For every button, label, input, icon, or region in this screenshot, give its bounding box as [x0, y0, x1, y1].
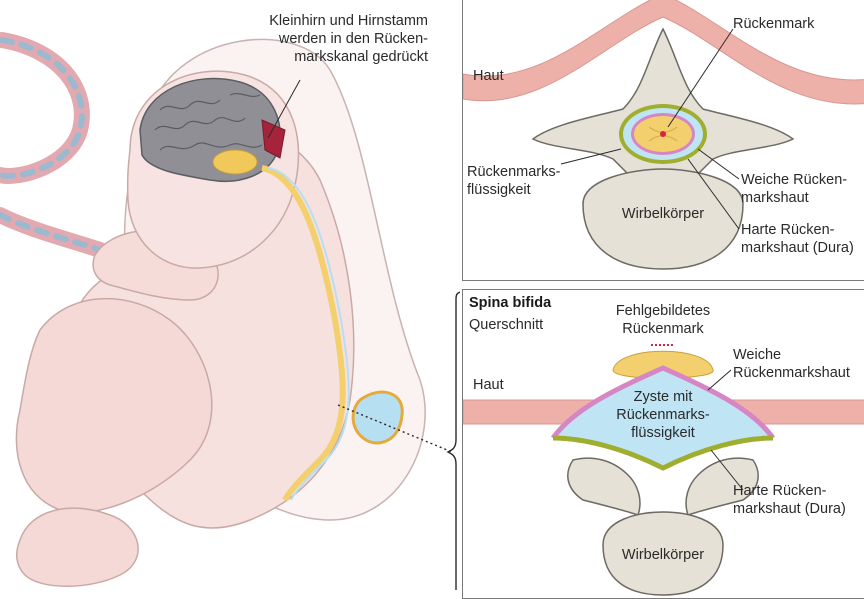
- bottom-haut-label: Haut: [473, 376, 504, 394]
- top-liquor-line1: Rückenmarks-: [467, 163, 560, 181]
- bottom-fehl-label: Fehlgebildetes Rückenmark: [593, 302, 733, 338]
- top-weiche-line2: markshaut: [741, 189, 847, 207]
- brain: [140, 79, 280, 182]
- top-harte-line2: markshaut (Dura): [741, 239, 854, 257]
- spina-bifida-subtitle: Querschnitt: [469, 316, 543, 334]
- top-harte-line1: Harte Rücken-: [741, 221, 854, 239]
- bottom-weiche-line2: Rückenmarkshaut: [733, 364, 850, 382]
- bottom-harte-line1: Harte Rücken-: [733, 482, 846, 500]
- top-weiche-line1: Weiche Rücken-: [741, 171, 847, 189]
- bottom-zyste-line2: Rückenmarks-: [603, 406, 723, 424]
- bottom-harte-label: Harte Rücken- markshaut (Dura): [733, 482, 846, 518]
- bottom-zyste-label: Zyste mit Rückenmarks- flüssigkeit: [603, 388, 723, 442]
- bottom-zyste-line3: flüssigkeit: [603, 424, 723, 442]
- spina-bifida-title: Spina bifida: [469, 294, 551, 312]
- bottom-weiche-line1: Weiche: [733, 346, 850, 364]
- vertebra-arch-left: [568, 458, 640, 515]
- bottom-wirbelkoerper-label: Wirbelkörper: [613, 546, 713, 564]
- fetus-illustration: [0, 0, 460, 592]
- top-wirbelkoerper-label: Wirbelkörper: [613, 205, 713, 223]
- bottom-harte-line2: markshaut (Dura): [733, 500, 846, 518]
- fetus-label: Kleinhirn und Hirnstamm werden in den Rü…: [240, 12, 428, 66]
- fetus-label-line2: werden in den Rücken-: [240, 30, 428, 48]
- top-liquor-label: Rückenmarks- flüssigkeit: [467, 163, 560, 199]
- top-rueckenmark-label: Rückenmark: [733, 15, 814, 33]
- top-haut-label: Haut: [473, 67, 504, 85]
- normal-cross-section-panel: Rückenmark Haut Rückenmarks- flüssigkeit…: [462, 0, 864, 281]
- fetus-foot: [17, 508, 138, 586]
- top-harte-label: Harte Rücken- markshaut (Dura): [741, 221, 854, 257]
- cerebellum: [213, 150, 257, 174]
- top-weiche-label: Weiche Rücken- markshaut: [741, 171, 847, 207]
- bottom-zyste-line1: Zyste mit: [603, 388, 723, 406]
- central-canal: [660, 131, 666, 137]
- fetus-label-line3: markskanal gedrückt: [240, 48, 428, 66]
- bottom-weiche-label: Weiche Rückenmarkshaut: [733, 346, 850, 382]
- spina-bifida-panel: Spina bifida Querschnitt Fehlgebildetes …: [462, 289, 864, 599]
- bottom-fehl-line2: Rückenmark: [593, 320, 733, 338]
- bottom-fehl-line1: Fehlgebildetes: [593, 302, 733, 320]
- spina-bifida-sac: [353, 392, 402, 443]
- fetus-label-line1: Kleinhirn und Hirnstamm: [240, 12, 428, 30]
- top-liquor-line2: flüssigkeit: [467, 181, 560, 199]
- bracket: [448, 292, 460, 590]
